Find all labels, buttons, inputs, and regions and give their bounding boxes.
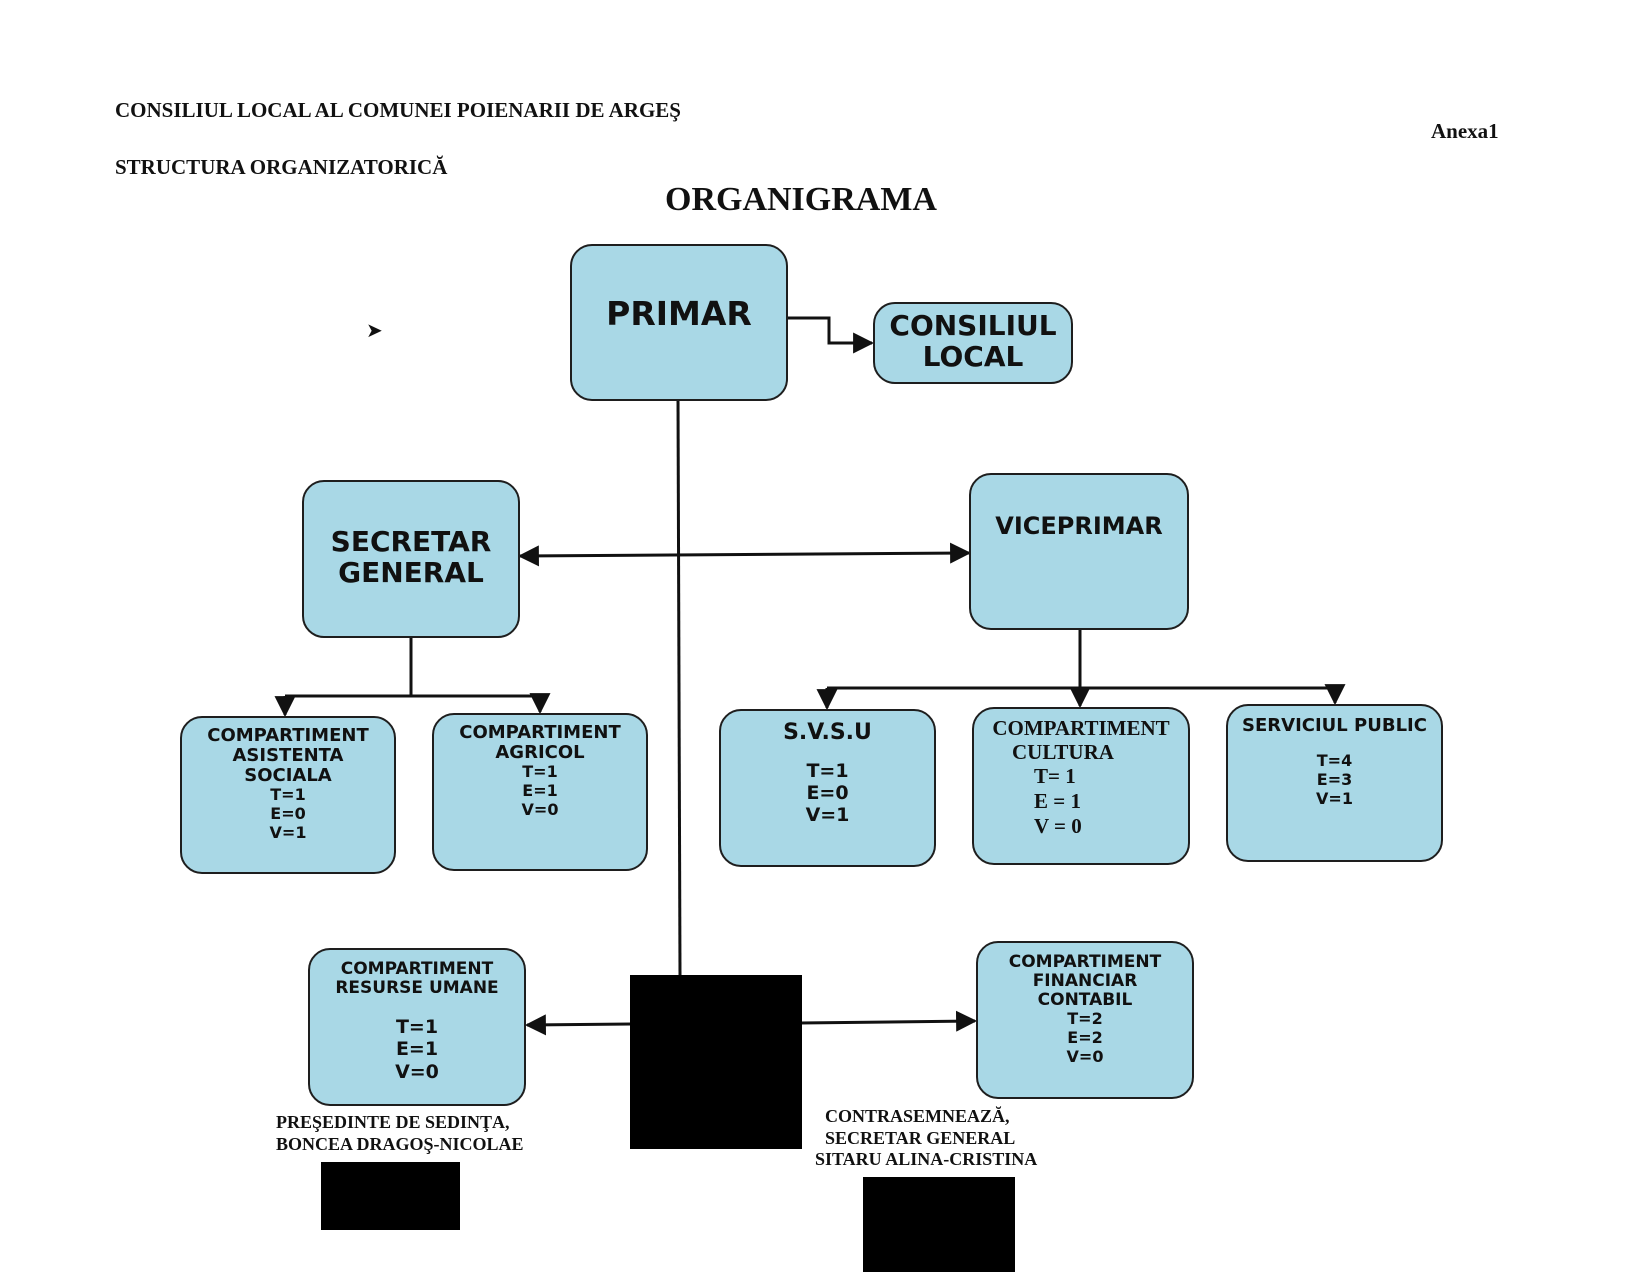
node-agricol-t: T=1 — [522, 762, 558, 782]
node-compartiment-financiar-contabil: COMPARTIMENT FINANCIAR CONTABIL T=2 E=2 … — [976, 941, 1194, 1099]
signature-block-president: PREŞEDINTE DE SEDINŢA, BONCEA DRAGOŞ-NIC… — [276, 1112, 524, 1155]
node-asistenta-t: T=1 — [270, 785, 306, 805]
node-primar-title: PRIMAR — [606, 294, 752, 333]
node-cultura-line1: COMPARTIMENT — [992, 716, 1170, 740]
node-primar: PRIMAR — [570, 244, 788, 401]
node-svsu-title: S.V.S.U — [783, 720, 872, 745]
node-resurse-line1: COMPARTIMENT — [340, 959, 494, 979]
connector-primar-consiliu — [786, 316, 875, 354]
node-asistenta-v: V=1 — [269, 823, 307, 843]
connector-secretar-viceprimar — [517, 542, 972, 567]
council-heading: CONSILIUL LOCAL AL COMUNEI POIENARII DE … — [115, 98, 681, 122]
node-svsu: S.V.S.U T=1 E=0 V=1 — [719, 709, 936, 867]
structure-heading: STRUCTURA ORGANIZATORICĂ — [115, 155, 448, 179]
node-financiar-line1: COMPARTIMENT — [1008, 952, 1162, 972]
node-serviciu-v: V=1 — [1316, 788, 1353, 808]
node-consiliul-local: CONSILIUL LOCAL — [873, 302, 1073, 384]
node-resurse-line2: RESURSE UMANE — [335, 978, 499, 999]
connector-to-financiar — [799, 1010, 978, 1032]
node-secretar-line2: GENERAL — [338, 556, 484, 590]
node-consiliu-line2: LOCAL — [922, 340, 1024, 374]
node-compartiment-asistenta-sociala: COMPARTIMENT ASISTENTA SOCIALA T=1 E=0 V… — [180, 716, 396, 874]
signature-secretary-role: SECRETAR GENERAL — [825, 1127, 1016, 1148]
node-asistenta-e: E=0 — [270, 804, 306, 824]
node-compartiment-agricol: COMPARTIMENT AGRICOL T=1 E=1 V=0 — [432, 713, 648, 871]
connector-primar-trunk — [676, 397, 682, 976]
signature-block-secretary: CONTRASEMNEAZĂ, SECRETAR GENERAL SITARU … — [815, 1106, 1037, 1171]
signature-president-role: PREŞEDINTE DE SEDINŢA, — [276, 1112, 510, 1132]
node-financiar-e: E=2 — [1067, 1027, 1103, 1047]
signature-secretary-name: SITARU ALINA-CRISTINA — [815, 1149, 1038, 1170]
node-viceprimar: VICEPRIMAR — [969, 473, 1189, 630]
annex-label: Anexa1 — [1431, 119, 1499, 143]
node-resurse-t: T=1 — [395, 1016, 439, 1039]
node-svsu-t: T=1 — [806, 759, 849, 782]
node-svsu-v: V=1 — [805, 804, 850, 827]
node-resurse-v: V=0 — [395, 1060, 439, 1083]
node-viceprimar-title: VICEPRIMAR — [995, 512, 1163, 540]
node-agricol-e: E=1 — [522, 781, 558, 801]
signature-secretary-line1: CONTRASEMNEAZĂ, — [825, 1106, 1010, 1126]
node-secretar-general: SECRETAR GENERAL — [302, 480, 520, 638]
node-asistenta-line1: COMPARTIMENT — [207, 725, 369, 746]
node-asistenta-line3: SOCIALA — [244, 765, 332, 787]
node-cultura-line2: CULTURA — [1012, 739, 1114, 764]
node-financiar-t: T=2 — [1067, 1009, 1103, 1029]
node-serviciu-title: SERVICIUL PUBLIC — [1242, 715, 1427, 736]
arrow-bullet-icon: ➤ — [366, 318, 383, 342]
node-cultura-t: T= 1 — [1034, 764, 1076, 789]
node-agricol-line1: COMPARTIMENT — [459, 722, 621, 743]
node-asistenta-line2: ASISTENTA — [232, 745, 344, 767]
node-resurse-e: E=1 — [395, 1038, 439, 1061]
node-serviciul-public: SERVICIUL PUBLIC T=4 E=3 V=1 — [1226, 704, 1443, 862]
node-serviciu-t: T=4 — [1316, 751, 1353, 771]
signature-president-name: BONCEA DRAGOŞ-NICOLAE — [276, 1133, 524, 1154]
connector-to-resurse — [524, 1014, 633, 1036]
node-consiliu-line1: CONSILIUL — [889, 309, 1057, 342]
redacted-signature-right — [863, 1177, 1015, 1272]
node-financiar-v: V=0 — [1066, 1046, 1104, 1066]
node-compartiment-cultura: COMPARTIMENT CULTURA T= 1 E = 1 V = 0 — [972, 707, 1190, 865]
redacted-signature-left — [321, 1162, 460, 1230]
node-cultura-e: E = 1 — [1034, 788, 1081, 813]
node-agricol-v: V=0 — [521, 800, 559, 820]
node-cultura-v: V = 0 — [1034, 813, 1082, 838]
node-compartiment-resurse-umane: COMPARTIMENT RESURSE UMANE T=1 E=1 V=0 — [308, 948, 526, 1106]
node-agricol-line2: AGRICOL — [495, 742, 585, 764]
node-svsu-e: E=0 — [806, 782, 849, 805]
node-secretar-line1: SECRETAR — [330, 525, 492, 558]
node-financiar-line3: CONTABIL — [1037, 990, 1133, 1011]
redacted-stamp — [630, 975, 802, 1149]
page-title: ORGANIGRAMA — [665, 181, 937, 218]
node-serviciu-e: E=3 — [1316, 770, 1353, 790]
node-financiar-line2: FINANCIAR — [1032, 971, 1138, 992]
